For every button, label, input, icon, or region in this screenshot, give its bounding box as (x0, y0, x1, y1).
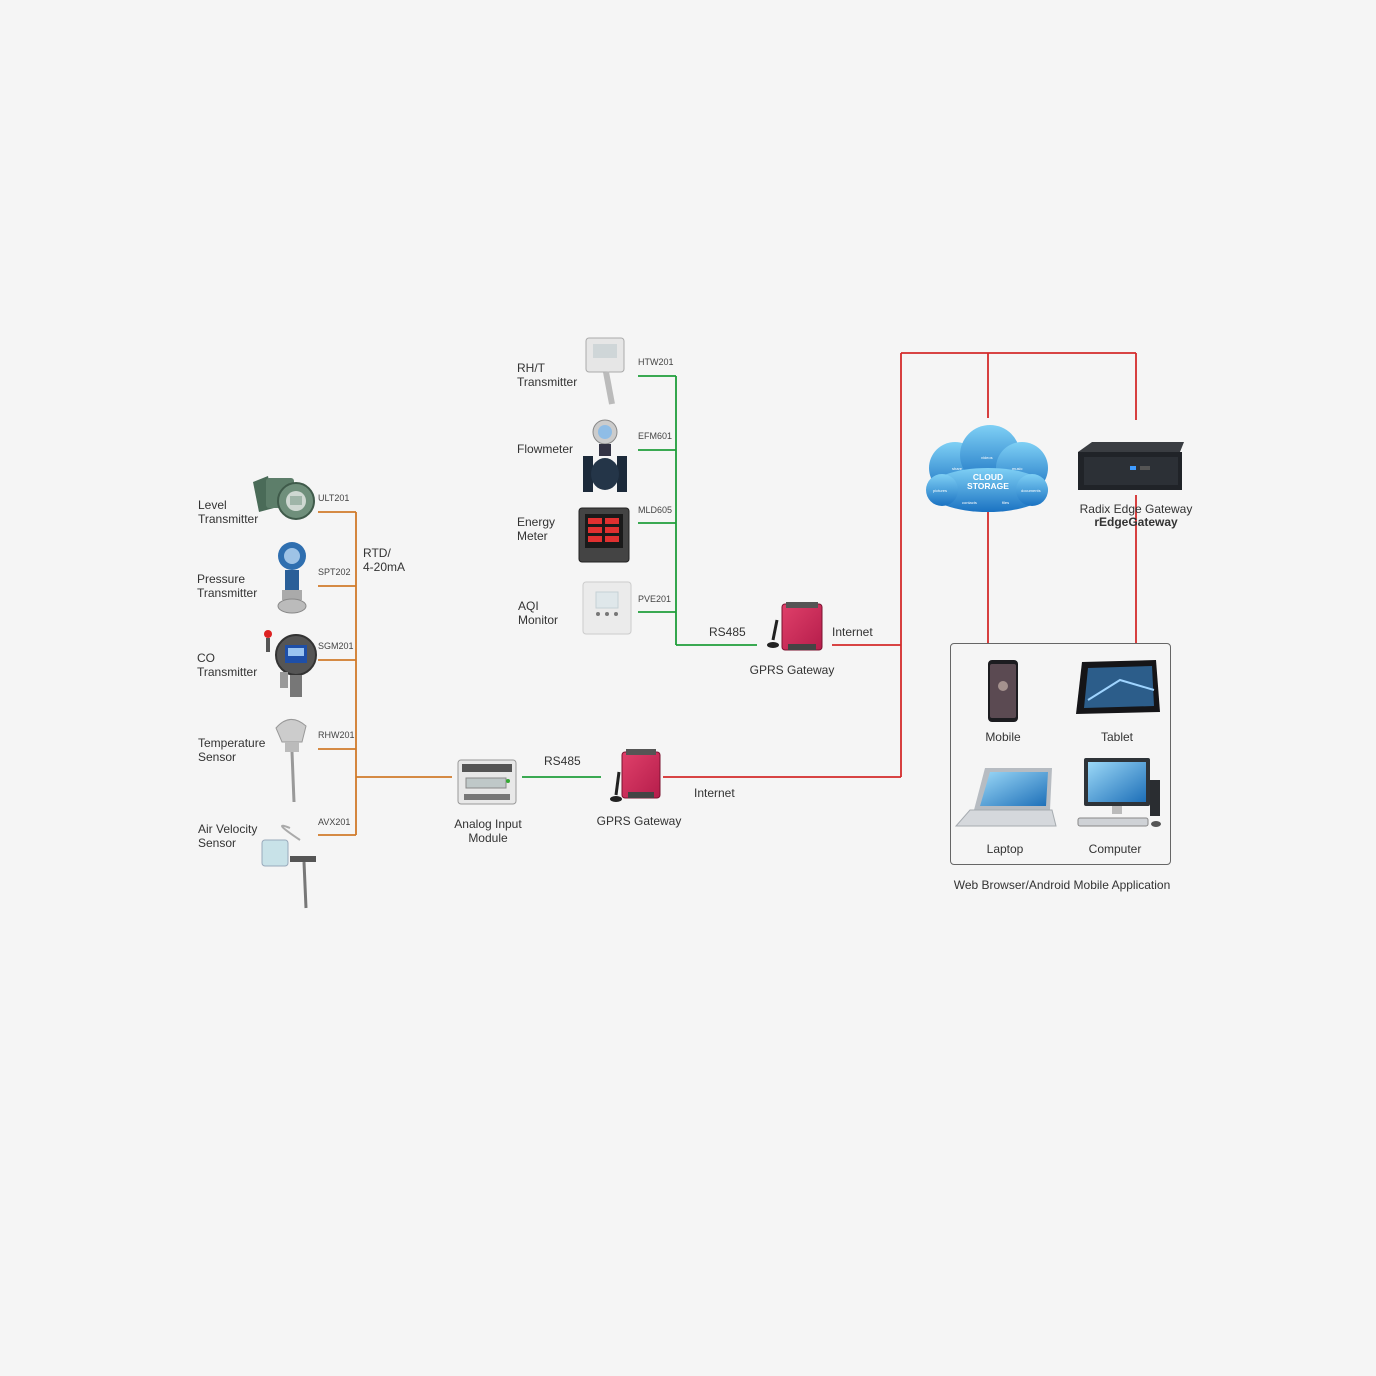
laptop-label: Laptop (986, 842, 1024, 856)
rtd-label: RTD/ 4-20mA (363, 546, 406, 574)
computer-icon (1077, 758, 1161, 827)
edge-gateway-model: rEdgeGateway (1094, 515, 1178, 529)
temperature-sensor-icon (275, 719, 307, 803)
energy-meter-code: MLD605 (638, 505, 673, 515)
computer-label: Computer (1088, 842, 1142, 856)
application-label: Web Browser/Android Mobile Application (953, 878, 1171, 892)
air-velocity-sensor-code: AVX201 (318, 817, 351, 827)
cloud-word: pictures (933, 488, 948, 493)
rs485-bottom-label: RS485 (544, 754, 581, 768)
cloud-storage-icon (926, 425, 1048, 512)
flowmeter-label: Flowmeter (517, 442, 574, 456)
laptop-icon (954, 768, 1057, 827)
aqi-monitor-icon (582, 581, 632, 635)
mobile-icon (988, 660, 1018, 722)
tablet-label: Tablet (1100, 730, 1134, 744)
analog-module-label: Analog Input Module (454, 817, 522, 845)
edge-gateway-name: Radix Edge Gateway (1079, 502, 1193, 516)
energy-meter-icon (578, 507, 630, 563)
temperature-sensor-label: Temperature Sensor (198, 736, 266, 764)
co-transmitter-code: SGM201 (318, 641, 354, 651)
rht-transmitter-label: RH/T Transmitter (517, 361, 578, 389)
rht-transmitter-icon (585, 337, 625, 405)
level-transmitter-code: ULT201 (318, 493, 350, 503)
gprs-top-label: GPRS Gateway (749, 663, 835, 677)
cloud-storage-label: CLOUD STORAGE (967, 472, 1009, 491)
cloud-word: documents (1021, 488, 1041, 493)
co-transmitter-label: CO Transmitter (197, 651, 258, 679)
edge-gateway-icon (1078, 442, 1184, 490)
internet-top-label: Internet (832, 625, 873, 639)
energy-meter-label: Energy Meter (517, 515, 556, 543)
rs485-bus-top (638, 375, 757, 646)
co-transmitter-icon (264, 630, 317, 697)
gprs-bottom-label: GPRS Gateway (596, 814, 682, 828)
flowmeter-icon (583, 419, 627, 492)
gprs-gateway-icon (610, 749, 661, 802)
aqi-monitor-code: PVE201 (638, 594, 672, 604)
rht-transmitter-code: HTW201 (638, 357, 674, 367)
cloud-word: videos (981, 455, 993, 460)
cloud-word: contacts (962, 500, 977, 505)
cloud-word: share (952, 466, 963, 471)
analog-bus (318, 511, 452, 836)
pressure-transmitter-icon (277, 542, 307, 614)
rs485-top-label: RS485 (709, 625, 746, 639)
pressure-transmitter-code: SPT202 (318, 567, 351, 577)
internet-bottom-label: Internet (694, 786, 735, 800)
cloud-word: files (1002, 500, 1010, 505)
level-transmitter-label: Level Transmitter (198, 498, 259, 526)
client-devices-box (950, 643, 1171, 865)
pressure-transmitter-label: Pressure Transmitter (197, 572, 258, 600)
temperature-sensor-code: RHW201 (318, 730, 355, 740)
tablet-icon (1076, 660, 1160, 714)
level-transmitter-icon (253, 476, 315, 520)
aqi-monitor-label: AQI Monitor (518, 599, 559, 627)
mobile-label: Mobile (985, 730, 1021, 744)
air-velocity-sensor-label: Air Velocity Sensor (198, 822, 258, 850)
flowmeter-code: EFM601 (638, 431, 673, 441)
analog-module-icon (457, 759, 517, 805)
air-velocity-sensor-icon (261, 824, 316, 909)
internet-lines (663, 352, 1137, 778)
gprs-gateway-icon (767, 602, 823, 651)
cloud-word: music (1012, 466, 1023, 471)
